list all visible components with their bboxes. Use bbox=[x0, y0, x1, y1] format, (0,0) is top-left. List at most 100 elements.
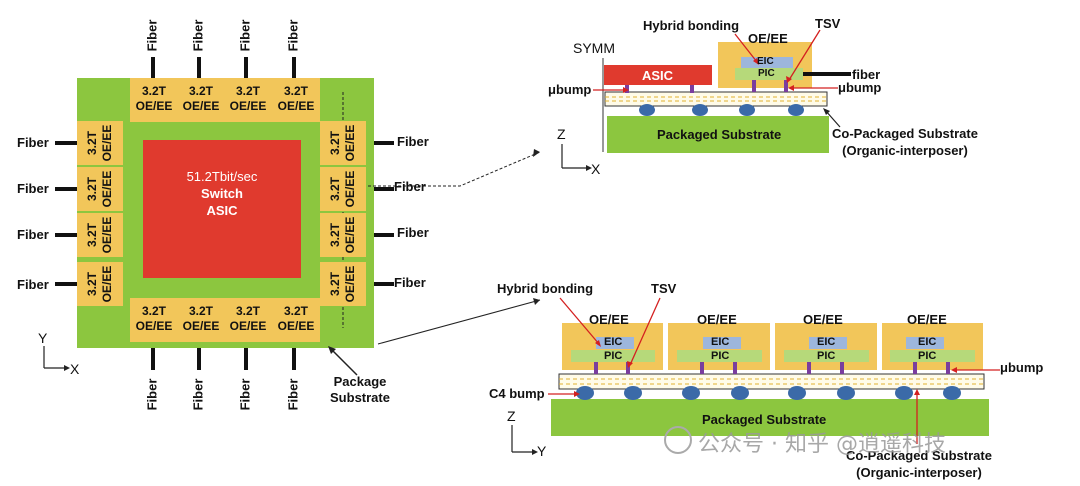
fiber-label: Fiber bbox=[285, 378, 301, 411]
tsv-via bbox=[752, 80, 756, 92]
packaged-substrate-label: Packaged Substrate bbox=[702, 412, 827, 427]
pic-label: PIC bbox=[918, 350, 937, 362]
c4-bump bbox=[739, 104, 755, 116]
fiber-stub bbox=[55, 187, 77, 191]
fiber-label: Fiber bbox=[397, 225, 429, 240]
arrowhead bbox=[951, 367, 957, 373]
pointer-arrowhead-top bbox=[533, 149, 540, 157]
asic-die bbox=[604, 65, 712, 85]
arrowhead bbox=[595, 340, 601, 347]
arrowhead bbox=[914, 389, 920, 395]
fiber-label: Fiber bbox=[237, 19, 253, 52]
fiber-stub bbox=[55, 141, 77, 145]
fiber-label: Fiber bbox=[144, 378, 160, 411]
eic-label: EIC bbox=[817, 336, 836, 348]
co-packaged-substrate-bottom bbox=[558, 373, 985, 390]
c4-bump bbox=[576, 386, 594, 400]
tsv-label: TSV bbox=[651, 281, 677, 296]
c4-bump bbox=[731, 386, 749, 400]
package-substrate-arrow bbox=[329, 347, 358, 376]
co-packaged-substrate-label: Co-Packaged Substrate (Organic-interpose… bbox=[846, 448, 992, 480]
c4-bump bbox=[788, 386, 806, 400]
watermark: 公众号 · 知乎 @逍遥科技 bbox=[698, 432, 946, 457]
axis-x-label: X bbox=[591, 161, 601, 177]
c4-bump bbox=[943, 386, 961, 400]
tsv-arrow bbox=[788, 29, 821, 81]
axis-y-label: Y bbox=[38, 330, 48, 346]
axis-y-label: Y bbox=[537, 443, 547, 459]
arrowhead bbox=[786, 76, 792, 83]
ubump-label: μbump bbox=[548, 82, 592, 97]
oe-ee-label: OE/EE bbox=[589, 312, 629, 327]
packaged-substrate-label: Packaged Substrate bbox=[657, 127, 782, 142]
fiber-stub bbox=[244, 348, 248, 370]
packaged-substrate-bottom bbox=[551, 399, 989, 436]
oe-ee-label: OE/EE bbox=[907, 312, 947, 327]
fiber-label: Fiber bbox=[144, 19, 160, 52]
hybrid-bonding-label: Hybrid bonding bbox=[497, 281, 594, 296]
c4-bump-label: C4 bump bbox=[489, 386, 545, 401]
c4-bump bbox=[837, 386, 855, 400]
arrowhead bbox=[823, 108, 830, 115]
fiber-stub bbox=[197, 348, 201, 370]
fiber-label: Fiber bbox=[397, 134, 429, 149]
fiber-label: Fiber bbox=[190, 19, 206, 52]
pic-label: PIC bbox=[711, 350, 730, 362]
c4-bump bbox=[624, 386, 642, 400]
axis-arrowhead bbox=[532, 449, 538, 455]
asic-label: 51.2Tbit/sec Switch ASIC bbox=[186, 169, 258, 218]
eic-die bbox=[741, 57, 793, 68]
arrowhead bbox=[788, 85, 794, 91]
oe-ee-module-bottom-1 bbox=[562, 323, 663, 374]
fiber-label: Fiber bbox=[394, 275, 426, 290]
symm-label: SYMM bbox=[573, 40, 615, 56]
pic-label: PIC bbox=[758, 68, 775, 79]
ubump-via bbox=[690, 85, 694, 93]
fiber-stub bbox=[292, 348, 296, 370]
arrowhead bbox=[753, 58, 759, 65]
pointer-arrowhead-bottom bbox=[533, 298, 540, 305]
axis-x-label: X bbox=[70, 361, 80, 377]
fiber-stub bbox=[374, 233, 394, 237]
fiber-line bbox=[803, 72, 851, 76]
pointer-line-top bbox=[343, 151, 541, 187]
fiber-stub bbox=[374, 141, 394, 145]
oe-ee-label: OE/EE bbox=[803, 312, 843, 327]
c4-bump bbox=[682, 386, 700, 400]
packaged-substrate-top bbox=[607, 116, 829, 153]
co-packaged-substrate-top bbox=[604, 91, 828, 107]
fiber-label: Fiber bbox=[190, 378, 206, 411]
pointer-line-bottom bbox=[377, 299, 541, 345]
pic-die bbox=[735, 68, 803, 80]
fiber-stub bbox=[374, 187, 394, 191]
tsv-arrow bbox=[629, 297, 661, 366]
watermark-logo bbox=[664, 426, 692, 454]
oe-ee-module-bottom-3 bbox=[775, 323, 877, 374]
oe-ee-module-bottom-4 bbox=[882, 323, 983, 374]
hybrid-bonding-label: Hybrid bonding bbox=[643, 18, 740, 33]
axis-arrowhead bbox=[586, 165, 592, 171]
hybrid-bonding-arrow bbox=[734, 33, 758, 63]
ubump-label: μbump bbox=[838, 80, 882, 95]
c4-bump bbox=[639, 104, 655, 116]
hybrid-bonding-arrow bbox=[559, 297, 600, 345]
oe-ee-label: OE/EE bbox=[748, 31, 788, 46]
co-packaged-substrate-label: Co-Packaged Substrate (Organic-interpose… bbox=[832, 126, 978, 158]
fiber-label: Fiber bbox=[285, 19, 301, 52]
fiber-stub bbox=[197, 57, 201, 78]
axis-x-arrowhead bbox=[64, 365, 70, 371]
fiber-stub bbox=[151, 57, 155, 78]
oe-ee-label: OE/EE bbox=[697, 312, 737, 327]
fiber-label: Fiber bbox=[17, 181, 49, 196]
